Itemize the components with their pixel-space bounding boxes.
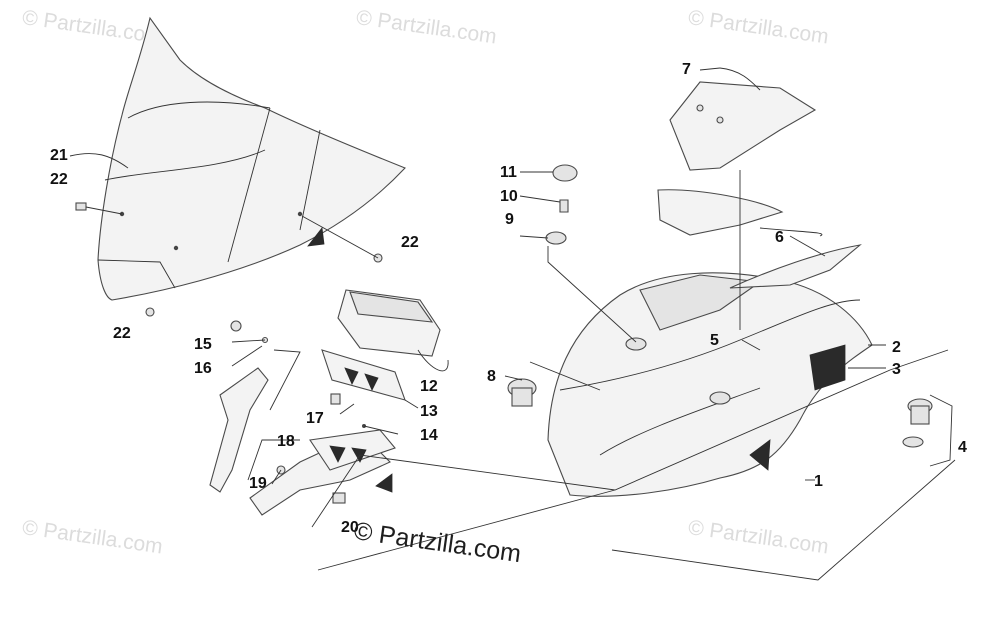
callout-14: 14 [420, 427, 438, 444]
callout-22-b: 22 [401, 234, 419, 251]
bracket-part-13 [321, 349, 419, 409]
callout-2: 2 [892, 339, 901, 356]
callout-3: 3 [892, 361, 901, 378]
callout-16: 16 [194, 360, 212, 377]
callout-20: 20 [341, 519, 359, 536]
switch-part-4 [902, 394, 953, 467]
callout-7: 7 [682, 61, 691, 78]
callout-labels: 1 2 3 4 5 6 7 8 9 10 11 12 13 14 15 16 1… [50, 61, 967, 536]
callout-18: 18 [277, 433, 295, 450]
vent-parts-6 [657, 189, 862, 289]
callout-12: 12 [420, 378, 438, 395]
callout-19: 19 [249, 475, 267, 492]
gauge-part [337, 289, 449, 372]
screw-parts-22 [75, 202, 383, 317]
callout-21: 21 [50, 147, 68, 164]
callout-11: 11 [500, 164, 517, 181]
hood-assembly-part [547, 272, 873, 497]
mount-bracket-18 [209, 367, 396, 516]
callout-22-a: 22 [50, 171, 68, 188]
windshield-part [97, 16, 406, 301]
callout-5: 5 [710, 332, 719, 349]
leader-lines [69, 67, 956, 581]
cover-part-7 [669, 67, 817, 330]
callout-1: 1 [814, 473, 823, 490]
callout-10: 10 [500, 188, 518, 205]
callout-22-c: 22 [113, 325, 131, 342]
callout-6: 6 [775, 229, 784, 246]
callout-4: 4 [958, 439, 967, 456]
ignition-part-8 [507, 361, 601, 407]
key-parts-9-11 [545, 164, 637, 343]
callout-8: 8 [487, 368, 496, 385]
callout-9: 9 [505, 211, 514, 228]
callout-15: 15 [194, 336, 212, 353]
callout-17: 17 [306, 410, 324, 427]
callout-13: 13 [420, 403, 438, 420]
